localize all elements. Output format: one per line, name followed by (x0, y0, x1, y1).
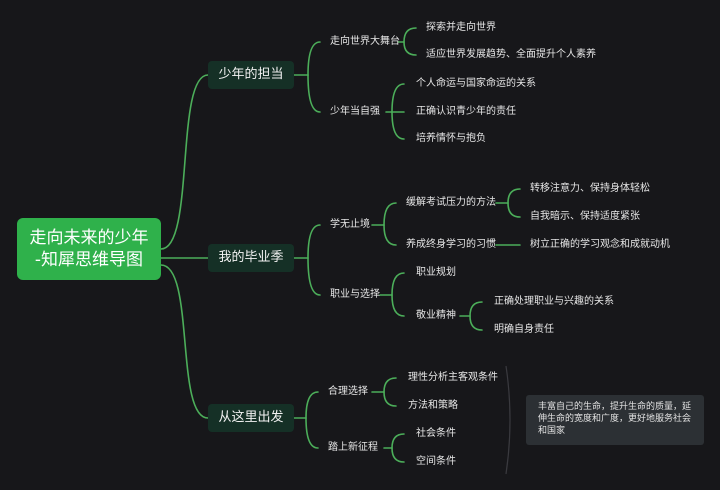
topic-node[interactable]: 走向世界大舞台 (330, 36, 400, 47)
topic-node[interactable]: 合理选择 (328, 386, 368, 397)
topic-node[interactable]: 踏上新征程 (328, 442, 378, 453)
topic-node[interactable]: 转移注意力、保持身体轻松 (530, 183, 650, 194)
topic-node[interactable]: 职业规划 (416, 267, 456, 278)
topic-node[interactable]: 养成终身学习的习惯 (406, 239, 496, 250)
topic-node[interactable]: 方法和策略 (408, 400, 458, 411)
topic-node[interactable]: 探索并走向世界 (426, 22, 496, 33)
topic-node[interactable]: 敬业精神 (416, 310, 456, 321)
topic-node[interactable]: 适应世界发展趋势、全面提升个人素养 (426, 49, 596, 60)
topic-node[interactable]: 正确认识青少年的责任 (416, 106, 516, 117)
branch-node-chufa[interactable]: 从这里出发 (208, 404, 294, 432)
topic-node[interactable]: 社会条件 (416, 428, 456, 439)
summary-note[interactable]: 丰富自己的生命，提升生命的质量，延伸生命的宽度和广度，更好地服务社会和国家 (526, 395, 704, 445)
topic-node[interactable]: 明确自身责任 (494, 324, 554, 335)
root-subtitle: -知犀思维导图 (34, 250, 144, 270)
summary-bracket (505, 365, 511, 475)
topic-node[interactable]: 理性分析主客观条件 (408, 372, 498, 383)
topic-node[interactable]: 树立正确的学习观念和成就动机 (530, 239, 670, 250)
topic-node[interactable]: 自我暗示、保持适度紧张 (530, 211, 640, 222)
branch-node-shaonian-dandang[interactable]: 少年的担当 (208, 61, 294, 89)
root-title: 走向未来的少年 (29, 228, 149, 248)
topic-node[interactable]: 个人命运与国家命运的关系 (416, 78, 536, 89)
root-node[interactable]: 走向未来的少年 -知犀思维导图 (17, 218, 161, 280)
topic-node[interactable]: 正确处理职业与兴趣的关系 (494, 296, 614, 307)
topic-node[interactable]: 少年当自强 (330, 106, 380, 117)
topic-node[interactable]: 培养情怀与抱负 (416, 133, 486, 144)
topic-node[interactable]: 缓解考试压力的方法 (406, 197, 496, 208)
topic-node[interactable]: 职业与选择 (330, 289, 380, 300)
branch-node-biye-ji[interactable]: 我的毕业季 (208, 244, 294, 272)
topic-node[interactable]: 空间条件 (416, 456, 456, 467)
topic-node[interactable]: 学无止境 (330, 219, 370, 230)
